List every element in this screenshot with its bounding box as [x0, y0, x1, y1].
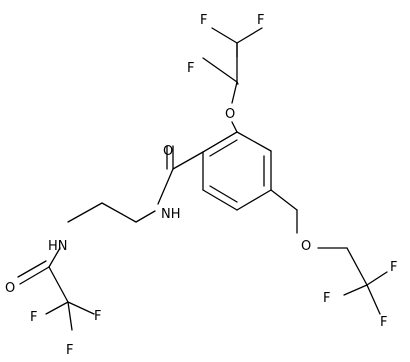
fluorine-label: F: [30, 310, 37, 325]
bond: [231, 81, 238, 104]
bond: [211, 27, 238, 44]
hn-label: HN: [48, 239, 68, 254]
bond: [172, 151, 204, 170]
oxygen-label: O: [163, 144, 173, 159]
bond: [67, 301, 95, 315]
bond: [343, 284, 368, 296]
bond: [19, 266, 50, 285]
bond: [202, 57, 238, 83]
bonds: [17, 27, 388, 331]
atom-labels: F F F O O NH O F F F HN O F F F: [5, 13, 397, 358]
bond: [202, 131, 238, 153]
bond: [270, 189, 298, 211]
fluorine-label: F: [66, 343, 73, 358]
bond: [48, 247, 61, 268]
fluorine-label: F: [323, 291, 330, 306]
bond: [366, 271, 388, 286]
bond: [67, 301, 73, 331]
bond: [231, 121, 238, 133]
fluorine-label: F: [187, 61, 194, 76]
bond: [17, 260, 47, 278]
fluorine-label: F: [257, 13, 264, 28]
fluorine-label: F: [390, 260, 397, 275]
bond: [209, 139, 238, 157]
bond: [45, 301, 69, 315]
bond: [135, 210, 156, 223]
fluorine-label: F: [200, 13, 207, 28]
bond: [67, 202, 103, 223]
fluorine-label: F: [94, 309, 101, 324]
oxygen-label: O: [301, 239, 311, 254]
bond: [236, 131, 272, 152]
bond: [48, 266, 69, 303]
bond: [236, 189, 272, 211]
fluorine-label: F: [380, 315, 387, 330]
bond: [101, 202, 137, 223]
bond: [346, 247, 368, 286]
oxygen-label: O: [5, 281, 15, 296]
bond: [157, 168, 174, 205]
oxygen-label: O: [225, 107, 235, 122]
nh-label: NH: [161, 207, 181, 222]
bond: [202, 189, 238, 211]
bond: [209, 185, 238, 203]
bond: [366, 284, 381, 315]
bond: [236, 27, 263, 44]
